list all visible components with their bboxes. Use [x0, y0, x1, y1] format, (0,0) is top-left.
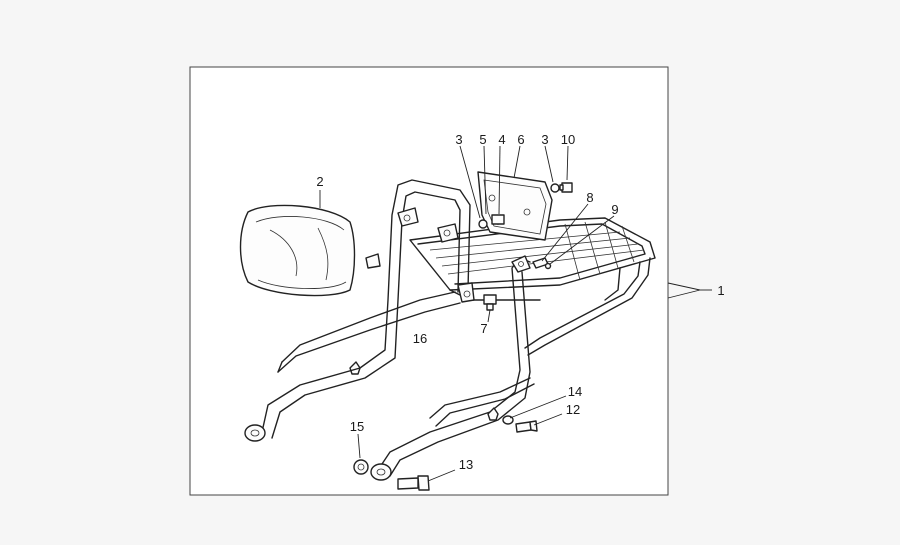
- hardware: [353, 182, 573, 491]
- callout-4: 4: [498, 132, 505, 147]
- callout-8: 8: [586, 190, 593, 205]
- grab-rail-left: [244, 179, 475, 442]
- callout-10: 10: [561, 132, 575, 147]
- side-rail-left: [277, 291, 461, 375]
- callout-13: 13: [459, 457, 473, 472]
- leader-1: [667, 282, 701, 299]
- callout-2: 2: [316, 174, 323, 189]
- callout-3-right: 3: [541, 132, 548, 147]
- callout-14: 14: [568, 384, 582, 399]
- leader-lines: [319, 145, 615, 482]
- callout-3-left: 3: [455, 132, 462, 147]
- callout-15: 15: [350, 419, 364, 434]
- callout-labels: 1 2 3 5 4 6 3 10 8 9 7 16 14 12 15 13: [316, 132, 724, 472]
- callout-6: 6: [517, 132, 524, 147]
- callout-12: 12: [566, 402, 580, 417]
- callout-1: 1: [717, 283, 724, 298]
- callout-9: 9: [611, 202, 618, 217]
- callout-16: 16: [413, 331, 427, 346]
- callout-7: 7: [480, 321, 487, 336]
- grab-rail-right: [370, 255, 535, 481]
- backrest-plate: [477, 171, 553, 241]
- callout-5: 5: [479, 132, 486, 147]
- backrest-pad: [239, 204, 356, 297]
